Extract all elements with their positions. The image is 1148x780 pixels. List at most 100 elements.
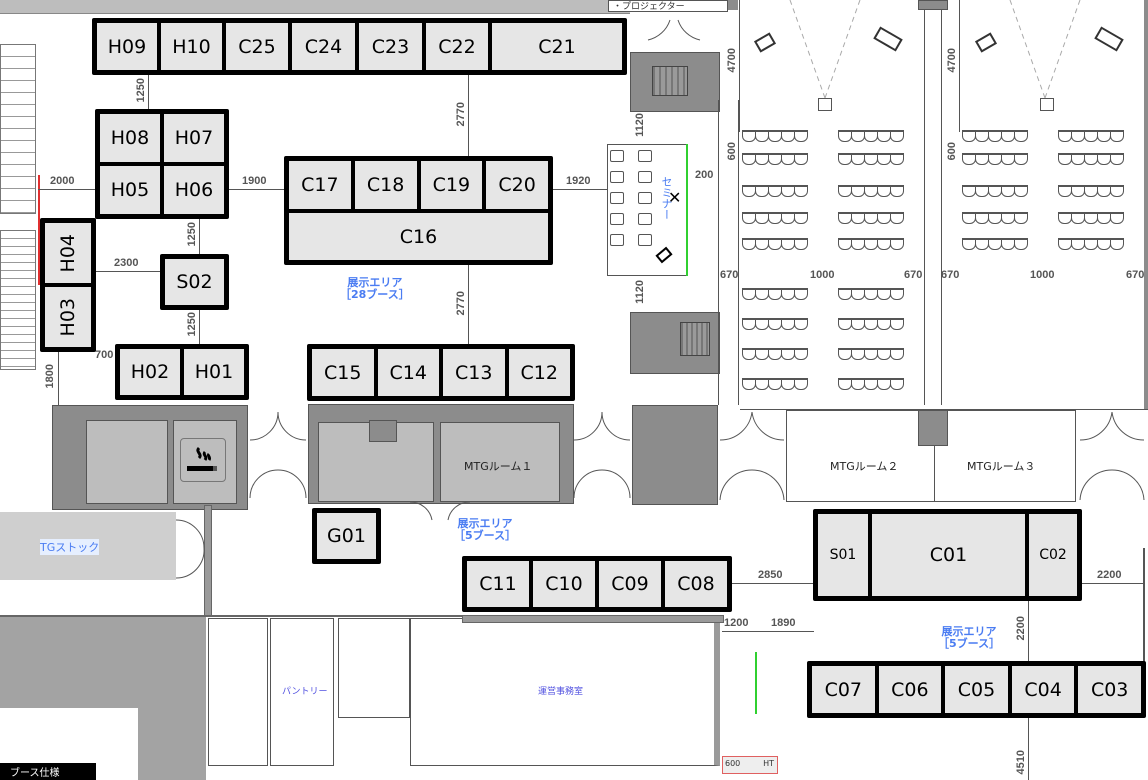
- area-label-28: 展示エリア ［28ブース］: [340, 277, 410, 301]
- chair-row: [838, 212, 904, 224]
- dim-4510: 4510: [1015, 750, 1027, 775]
- booth-c07[interactable]: C07: [812, 666, 875, 713]
- dim-600-a: 600: [726, 142, 738, 161]
- booth-h10[interactable]: H10: [161, 23, 222, 70]
- chair-row: [742, 130, 808, 142]
- booth-block-h: H08 H07 H05 H06: [95, 109, 229, 219]
- dim-670-1: 670: [720, 269, 739, 281]
- dim-1000-1: 1000: [810, 269, 835, 281]
- dim-1200: 1200: [724, 617, 749, 629]
- chair: [794, 348, 808, 360]
- booth-h04[interactable]: H04: [45, 223, 91, 283]
- corridor-line-2: [738, 100, 739, 405]
- dim-line-1250-top: [148, 74, 149, 110]
- projector-icon-2: [1040, 98, 1054, 111]
- dim-line-1250-mid: [199, 218, 200, 256]
- dim-line-2770-top: [468, 74, 469, 158]
- dim-line-2850: [730, 583, 816, 584]
- chair: [890, 185, 904, 197]
- booth-c16[interactable]: C16: [289, 213, 548, 260]
- booth-c04[interactable]: C04: [1011, 666, 1075, 713]
- chair-row: [742, 212, 808, 224]
- booth-c20[interactable]: C20: [486, 161, 548, 209]
- stair-core-lower: [632, 405, 718, 505]
- booth-c08[interactable]: C08: [665, 561, 727, 607]
- booth-c24[interactable]: C24: [292, 23, 355, 70]
- area-5a-line1: 展示エリア: [457, 517, 513, 530]
- chair-row: [838, 185, 904, 197]
- projector-note-box: ・プロジェクター: [608, 0, 728, 12]
- booth-c19[interactable]: C19: [420, 161, 483, 209]
- booth-c21[interactable]: C21: [492, 23, 622, 70]
- ht-label: HT: [763, 759, 774, 768]
- booth-c18[interactable]: C18: [354, 161, 417, 209]
- booth-c09[interactable]: C09: [599, 561, 661, 607]
- booth-row-c-mid-bottom: C15 C14 C13 C12: [307, 344, 575, 401]
- area-5a-line2: ［5ブース］: [454, 529, 517, 542]
- booth-s01[interactable]: S01: [818, 514, 868, 596]
- stair-steps-mid: [680, 322, 710, 356]
- booth-c02[interactable]: C02: [1029, 514, 1077, 596]
- chair: [794, 288, 808, 300]
- booth-c05[interactable]: C05: [945, 666, 1008, 713]
- booth-h06[interactable]: H06: [164, 166, 224, 214]
- booth-h09[interactable]: H09: [97, 23, 157, 70]
- booth-c03[interactable]: C03: [1078, 666, 1141, 713]
- chair: [890, 288, 904, 300]
- green-line-lower: [755, 652, 757, 714]
- booth-c10[interactable]: C10: [533, 561, 595, 607]
- mtg2-label: MTGルーム２: [830, 460, 899, 473]
- booth-g01[interactable]: G01: [317, 513, 376, 559]
- booth-c13[interactable]: C13: [443, 349, 505, 396]
- booth-h05[interactable]: H05: [100, 166, 160, 214]
- booth-h08[interactable]: H08: [100, 114, 160, 162]
- booth-c06[interactable]: C06: [878, 666, 942, 713]
- chair: [794, 212, 808, 224]
- dim-1000-2: 1000: [1030, 269, 1055, 281]
- booth-h07[interactable]: H07: [164, 114, 224, 162]
- booth-c25[interactable]: C25: [226, 23, 288, 70]
- dim-1250-top: 1250: [135, 78, 147, 103]
- booth-c11[interactable]: C11: [467, 561, 529, 607]
- horizontal-wall: [0, 615, 720, 617]
- office-label: 運営事務室: [538, 687, 584, 697]
- booth-h02[interactable]: H02: [120, 349, 180, 395]
- booth-c17[interactable]: C17: [289, 161, 351, 209]
- pantry-label: パントリー: [282, 687, 328, 697]
- booth-c12[interactable]: C12: [508, 349, 570, 396]
- dim-line-2200-v: [1028, 598, 1029, 662]
- booth-c01[interactable]: C01: [872, 514, 1025, 596]
- chair-row: [838, 288, 904, 300]
- booth-c23[interactable]: C23: [359, 23, 422, 70]
- service-room: [86, 420, 168, 504]
- dim-line-4510: [1028, 716, 1029, 780]
- dim-670-2: 670: [904, 269, 923, 281]
- mtg1-label: MTGルーム１: [464, 460, 533, 473]
- chair: [1110, 238, 1124, 250]
- area-28-line1: 展示エリア: [347, 276, 403, 289]
- booth-s02[interactable]: S02: [165, 259, 224, 305]
- chair-row: [742, 348, 808, 360]
- booth-c22[interactable]: C22: [426, 23, 488, 70]
- dim-1920: 1920: [566, 175, 591, 187]
- booth-c15[interactable]: C15: [312, 349, 374, 396]
- area-5b-line2: ［5ブース］: [938, 637, 1001, 650]
- booth-spec-box: ブース仕様: [0, 763, 96, 780]
- booth-h03[interactable]: H03: [45, 287, 91, 347]
- hall-right-wall: [1144, 0, 1148, 410]
- chair: [794, 153, 808, 165]
- chair-row: [962, 153, 1028, 165]
- chair-row: [1058, 185, 1124, 197]
- office-room: [410, 618, 720, 766]
- hall-bottom-wall: [740, 409, 1148, 410]
- chair-row: [742, 378, 808, 390]
- booth-block-h-vertical: H04 H03: [40, 218, 96, 352]
- dim-line-2000: [38, 189, 96, 190]
- booth-h01[interactable]: H01: [184, 349, 244, 395]
- booth-c14[interactable]: C14: [377, 349, 439, 396]
- chair-row: [742, 288, 808, 300]
- top-wall: [0, 0, 630, 14]
- chair: [1014, 153, 1028, 165]
- area-5b-line1: 展示エリア: [941, 625, 997, 638]
